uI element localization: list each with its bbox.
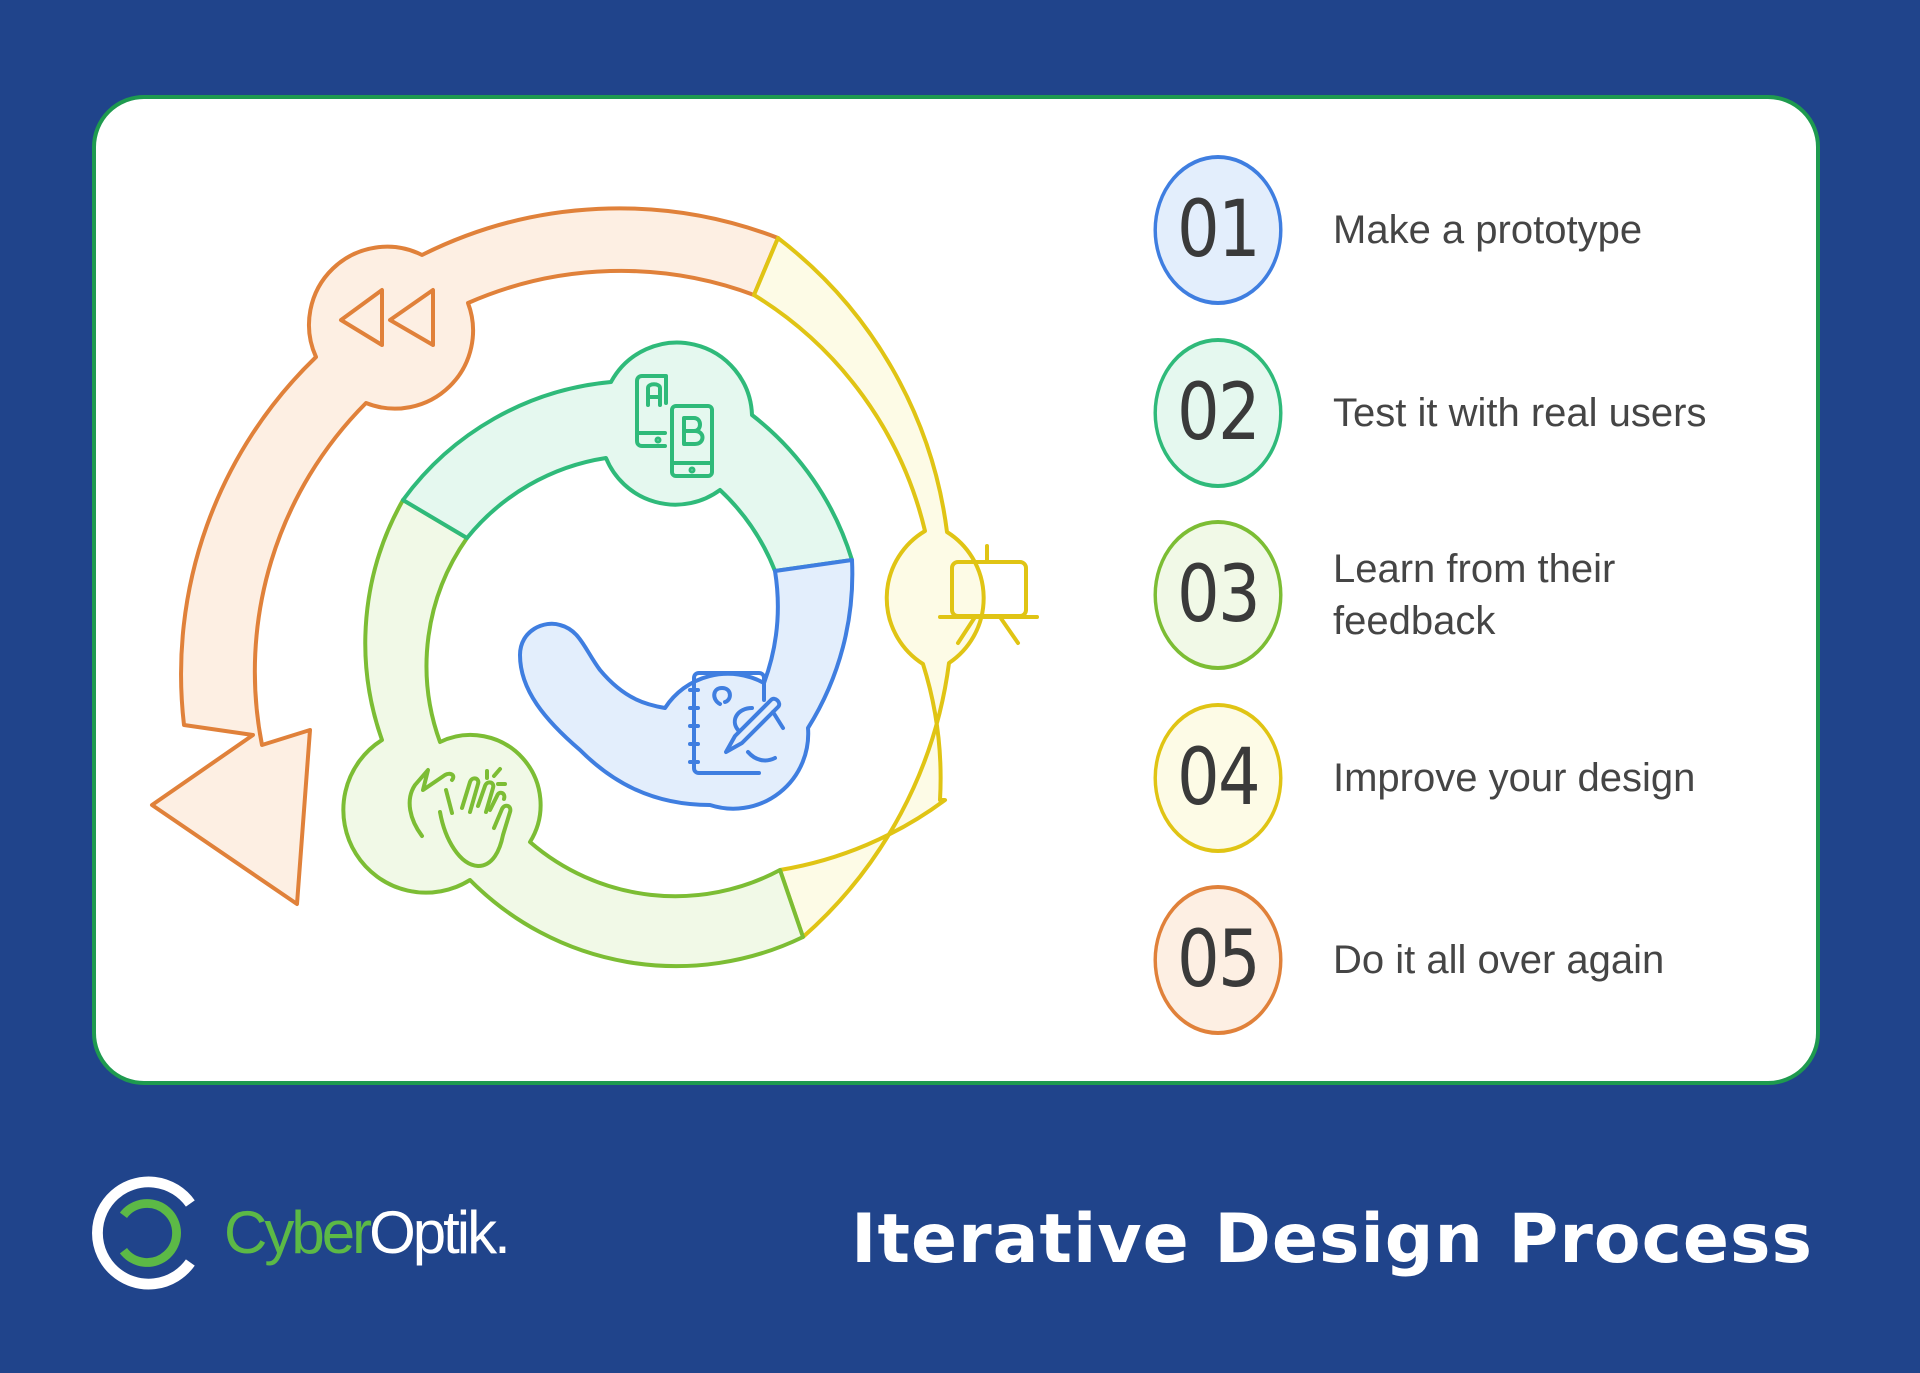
step-label: Make a prototype bbox=[1333, 208, 1643, 252]
brand-name-suffix: . bbox=[494, 1199, 511, 1266]
step-02: 02 Test it with real users bbox=[1143, 333, 1773, 493]
brand-name: CyberOptik. bbox=[224, 1203, 511, 1263]
step-number-badge: 05 bbox=[1153, 885, 1283, 1035]
step-03: 03 Learn from their feedback bbox=[1143, 515, 1663, 675]
step-label: Improve your design bbox=[1333, 756, 1696, 800]
step-number-badge: 03 bbox=[1153, 520, 1283, 670]
page-title: Iterative Design Process bbox=[851, 1200, 1813, 1279]
step-number-badge: 04 bbox=[1153, 703, 1283, 853]
step-04: 04 Improve your design bbox=[1143, 698, 1773, 858]
step-number-badge: 01 bbox=[1153, 155, 1283, 305]
step-label: Test it with real users bbox=[1333, 391, 1707, 435]
step-01: 01 Make a prototype bbox=[1143, 150, 1773, 310]
step-label: Learn from their feedback bbox=[1333, 547, 1616, 643]
step-05: 05 Do it all over again bbox=[1143, 880, 1773, 1040]
step-label: Do it all over again bbox=[1333, 938, 1665, 982]
brand-logo: CyberOptik. bbox=[92, 1173, 511, 1293]
brand-name-part1: Cyber bbox=[224, 1199, 372, 1266]
brand-name-part2: Optik bbox=[369, 1199, 497, 1266]
cyberoptik-logo-icon bbox=[92, 1176, 195, 1290]
step-number-badge: 02 bbox=[1153, 338, 1283, 488]
